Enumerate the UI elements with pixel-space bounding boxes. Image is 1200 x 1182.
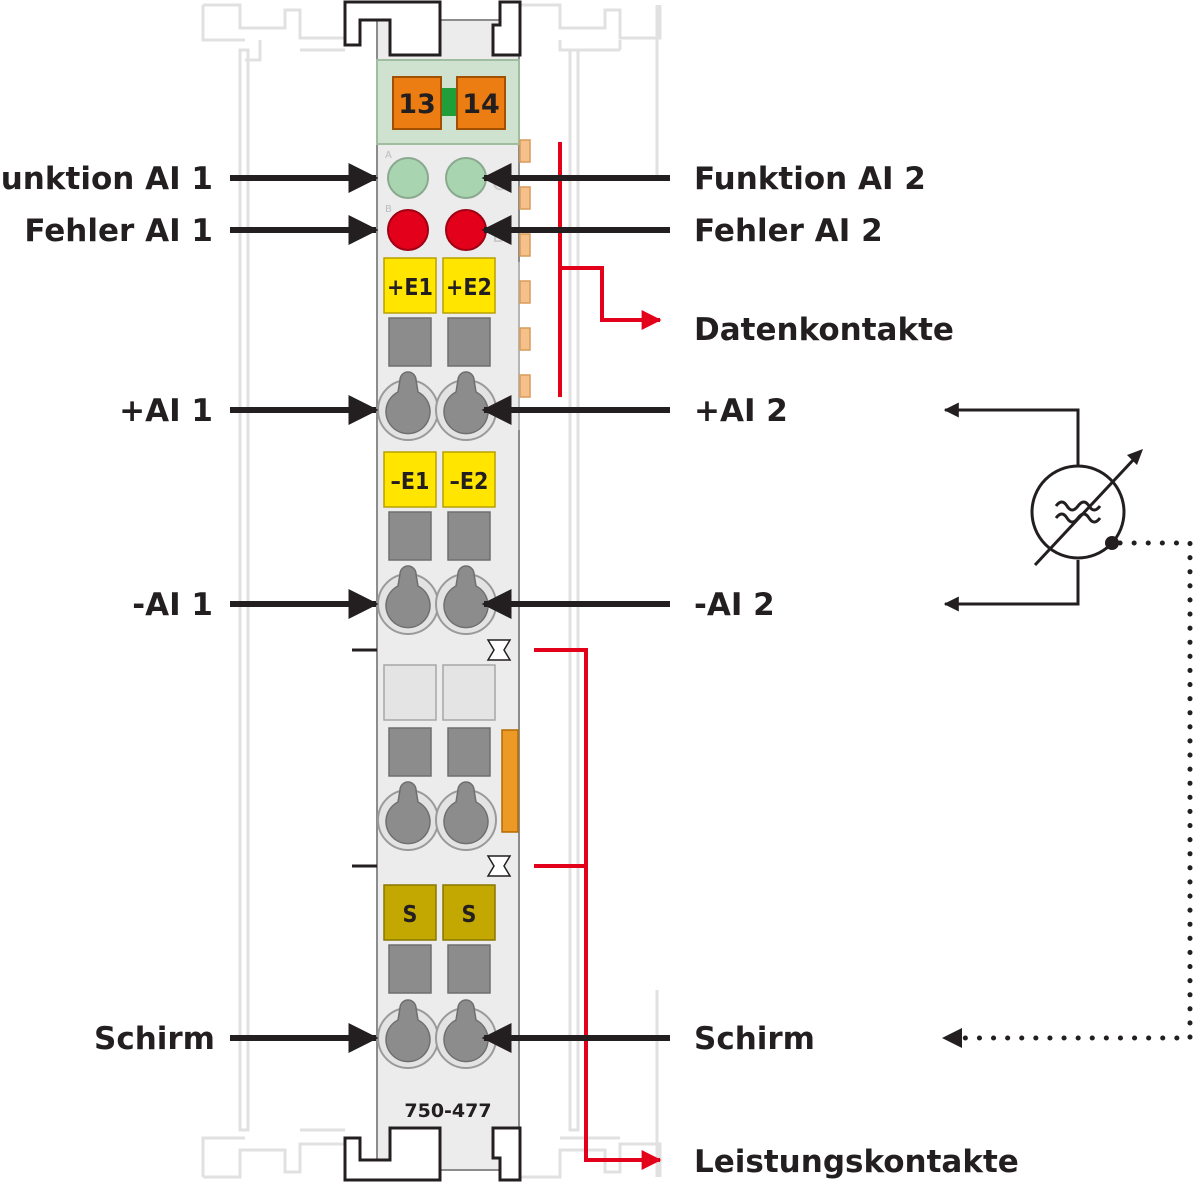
terminal-14-label: 14	[462, 89, 500, 120]
label-minus-ai1: -AI 1	[132, 587, 213, 623]
key-plus-e1	[383, 257, 437, 314]
label-datenkontakte: Datenkontakte	[694, 312, 954, 348]
rail-clip-bottom-right	[491, 1126, 522, 1182]
label-fehler-ai2: Fehler AI 2	[694, 213, 883, 249]
label-plus-ai1: +AI 1	[119, 393, 213, 429]
power-contact-top	[486, 639, 512, 661]
release-button-6[interactable]	[447, 727, 491, 777]
rail-clip-top-right	[491, 0, 522, 57]
led-fehler-ai1	[387, 209, 429, 251]
led-panel: A B C D	[385, 150, 507, 251]
key-minus-e1-label: –E1	[391, 469, 430, 495]
terminal-14[interactable]	[456, 76, 506, 130]
key-shield-2	[442, 884, 496, 941]
label-plus-ai2: +AI 2	[694, 393, 788, 429]
pointer-arrows	[230, 163, 670, 1053]
data-contacts-line	[558, 142, 662, 397]
label-funktion-ai1: Funktion AI 1	[0, 161, 213, 197]
terminal-13[interactable]	[392, 76, 442, 130]
channel-minus: –E1 –E2	[377, 451, 497, 635]
power-jumper	[501, 729, 519, 833]
power-section	[377, 639, 519, 877]
key-shield-1	[383, 884, 437, 941]
top-terminal-block: 13 14	[376, 59, 520, 145]
key-plus-e2	[442, 257, 496, 314]
neighbor-module-right	[520, 3, 662, 1179]
label-schirm-left: Schirm	[94, 1021, 215, 1057]
sensor-wiring	[942, 402, 1193, 1048]
clamp-shield-1[interactable]	[385, 999, 431, 1063]
led-funktion-ai1	[387, 157, 429, 199]
led-funktion-ai2	[445, 157, 487, 199]
release-button-8[interactable]	[447, 944, 491, 994]
power-contacts-line	[534, 648, 662, 1170]
key-minus-e2-label: –E2	[450, 469, 489, 495]
rail-clip-top	[343, 0, 442, 57]
key-shield-2-label: S	[462, 902, 477, 928]
release-button-1[interactable]	[388, 317, 432, 367]
sensor-symbol-icon	[1030, 449, 1143, 567]
right-labels: Funktion AI 2 Fehler AI 2 Datenkontakte …	[694, 161, 1019, 1180]
key-plus-e1-label: +E1	[387, 275, 433, 301]
rail-clip-bottom	[343, 1126, 442, 1182]
label-minus-ai2: -AI 2	[694, 587, 775, 623]
release-button-2[interactable]	[447, 317, 491, 367]
neighbor-module-left	[201, 3, 347, 1179]
label-funktion-ai2: Funktion AI 2	[694, 161, 926, 197]
left-labels: Funktion AI 1 Fehler AI 1 +AI 1 -AI 1 Sc…	[0, 161, 215, 1057]
channel-shield: S S 750-477	[377, 884, 497, 1122]
key-shield-1-label: S	[403, 902, 418, 928]
label-schirm-right: Schirm	[694, 1021, 815, 1057]
data-contact-pins	[519, 139, 531, 398]
terminal-13-label: 13	[398, 89, 436, 120]
clamp-power-2[interactable]	[443, 781, 489, 845]
clamp-minus-ai1[interactable]	[385, 565, 431, 629]
part-number: 750-477	[404, 1100, 491, 1122]
label-fehler-ai1: Fehler AI 1	[24, 213, 213, 249]
key-minus-e1	[383, 451, 437, 508]
side-letter-d: D	[492, 223, 507, 247]
key-plus-e2-label: +E2	[446, 275, 492, 301]
release-button-3[interactable]	[388, 511, 432, 561]
led-letter-b: B	[385, 204, 392, 215]
side-letter-c: C	[492, 171, 506, 195]
power-contact-bottom	[486, 855, 512, 877]
led-letter-a: A	[385, 150, 392, 161]
release-button-4[interactable]	[447, 511, 491, 561]
key-minus-e2	[442, 451, 496, 508]
release-button-7[interactable]	[388, 944, 432, 994]
label-leistungskontakte: Leistungskontakte	[694, 1144, 1019, 1180]
led-fehler-ai2	[445, 209, 487, 251]
release-button-5[interactable]	[388, 727, 432, 777]
clamp-plus-ai1[interactable]	[385, 371, 431, 435]
clamp-power-1[interactable]	[385, 781, 431, 845]
